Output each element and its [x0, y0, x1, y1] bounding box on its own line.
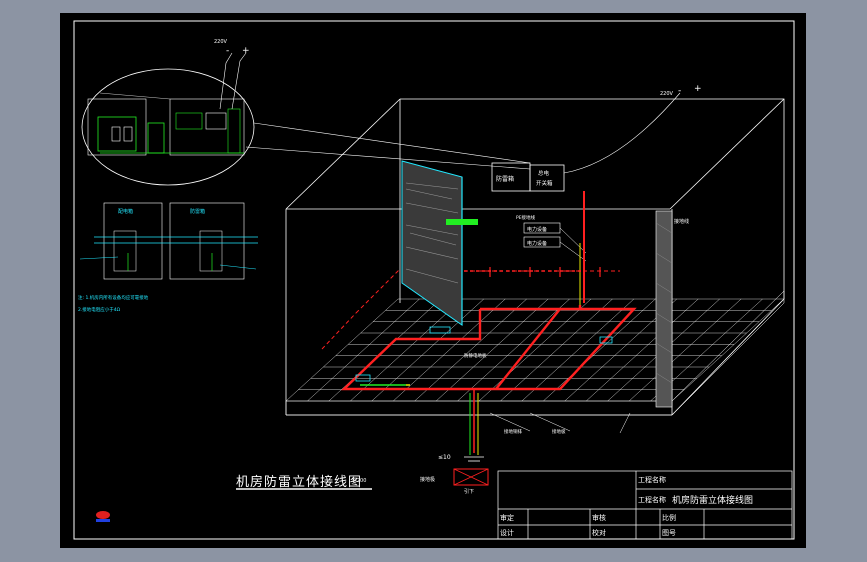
bubble-leader-2 [245, 146, 531, 170]
scale-text: 1:200 [352, 478, 367, 484]
tb-r1-label: 工程名称 [638, 476, 666, 484]
label-wire-note: PE接地线 [516, 214, 536, 221]
wall-pillar [655, 210, 673, 408]
label-equip-1: 电力设备 [527, 226, 547, 233]
detail-panels [79, 202, 258, 280]
label-ground-bar: 接地铜排 [504, 428, 522, 435]
leader-equip-1 [559, 227, 587, 254]
label-ground-symbol: ≤10 [438, 454, 451, 461]
label-lightning-box: 防雷箱 [496, 175, 514, 183]
tb-r2-value: 机房防雷立体接线图 [672, 496, 754, 506]
label-earth-pit: 接地极 [552, 428, 566, 435]
pillar-hatch [655, 222, 673, 384]
floor-grid-line [478, 298, 592, 402]
floor-grid-line [586, 298, 699, 402]
tb-r3-b: 审核 [592, 514, 606, 522]
tb-r4-b: 校对 [592, 529, 606, 537]
ground-loop [341, 305, 637, 391]
detail-title-right: 防雷箱 [190, 208, 205, 215]
label-pit-sub: 引下 [464, 488, 474, 495]
detail-bubble [81, 52, 255, 186]
detail-minus: - [226, 46, 229, 56]
tb-r3-c: 比例 [662, 514, 676, 522]
floor-grid-line [671, 298, 785, 402]
tb-r4-a: 设计 [500, 529, 514, 537]
note-2: 2.接地电阻应小于4Ω [78, 306, 121, 313]
label-pit: 接地极 [420, 476, 435, 483]
label-minus: - [678, 86, 681, 96]
logo-bar [96, 519, 110, 522]
label-main-a: 总电 [538, 169, 550, 177]
floor-grid-line [521, 298, 635, 402]
page-title: 机房防雷立体接线图 [236, 475, 363, 490]
supply-cable [563, 92, 681, 174]
bubble-leader [253, 122, 531, 164]
tb-r2-label: 工程名称 [638, 496, 666, 504]
title-block [497, 470, 793, 540]
label-main-b: 开关箱 [536, 179, 553, 187]
floor-grid-line [393, 298, 506, 402]
wall-ticks [489, 267, 601, 277]
floor-grid-line [435, 298, 549, 402]
floor-grid-line [500, 298, 613, 402]
main-switch-box [529, 164, 565, 192]
floor-grid-line [628, 298, 742, 402]
marker-3 [355, 374, 371, 382]
tb-r3-a: 审定 [500, 514, 514, 522]
label-plus: + [694, 84, 702, 94]
floor-grid-line [414, 298, 527, 402]
detail-plus: + [242, 46, 250, 56]
leader-under-3 [619, 412, 631, 434]
drawing-frame: - + 220V 配电箱 防雷箱 注: 1.机房内所有设备均应可靠接地 2.接地… [60, 13, 806, 548]
floor-grid-line [350, 298, 463, 402]
floor-grid-line [285, 298, 399, 402]
detail-title-left: 配电箱 [118, 208, 133, 215]
pit-x2 [453, 468, 489, 486]
floor-grid-line [371, 298, 484, 402]
door [401, 160, 478, 326]
floor-grid-line [307, 298, 420, 402]
leader-equip-2 [559, 241, 587, 262]
leader-under-1 [489, 412, 531, 432]
room-3d [285, 98, 785, 416]
label-220v: 220V [660, 91, 674, 97]
drawing-border [73, 20, 795, 540]
floor-grid-line [457, 298, 570, 402]
label-equip-2: 电力设备 [527, 240, 547, 247]
note-1: 注: 1.机房内所有设备均应可靠接地 [78, 294, 149, 301]
floor-grid-line [543, 298, 656, 402]
cad-drawing: - + 220V 配电箱 防雷箱 注: 1.机房内所有设备均应可靠接地 2.接地… [73, 20, 795, 540]
tb-r4-c: 图号 [662, 529, 676, 537]
earth-pit [453, 468, 489, 486]
leader-under-2 [529, 412, 571, 432]
marker-1 [429, 326, 451, 334]
marker-2 [599, 336, 613, 344]
detail-220v: 220V [214, 39, 228, 45]
label-ground-wire: 接地线 [674, 218, 689, 225]
logo-mark [96, 511, 110, 519]
label-floor-grid: 防静电地板 [464, 352, 487, 359]
